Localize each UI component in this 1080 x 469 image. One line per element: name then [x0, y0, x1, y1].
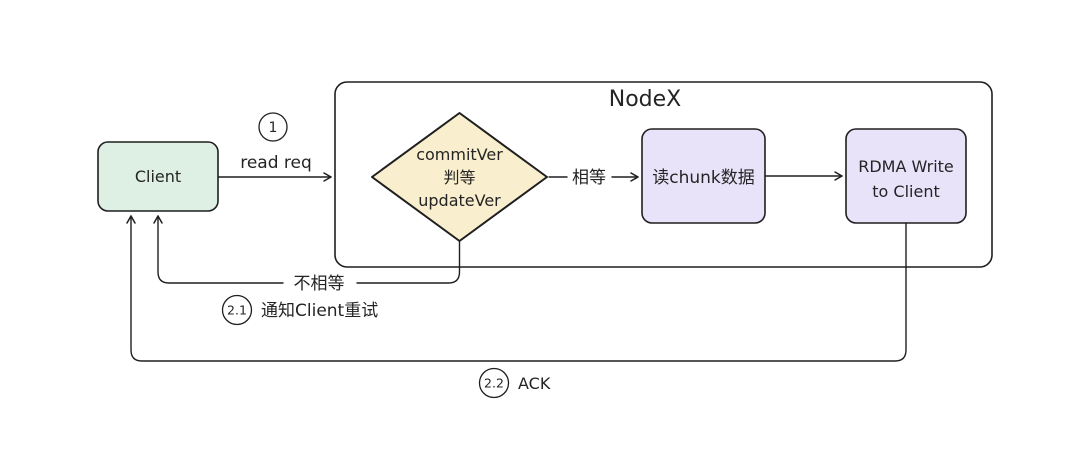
equal-label: 相等	[572, 168, 606, 188]
step-2-1-circle	[221, 294, 253, 326]
ack-edge-arrow	[126, 215, 907, 362]
not-equal-edge-segment	[356, 240, 461, 284]
version-check-label-line3: updateVer	[418, 191, 501, 210]
read-req-label: read req	[240, 153, 312, 173]
nodex-title: NodeX	[609, 87, 682, 112]
step-2-2-number: 2.2	[484, 376, 504, 391]
rdma-write-node	[845, 128, 967, 224]
not-equal-edge-arrow	[153, 215, 284, 284]
step-2-1-number: 2.1	[227, 303, 247, 318]
version-check-label-line1: commitVer	[416, 145, 503, 164]
read-chunk-label: 读chunk数据	[652, 168, 755, 188]
step-2-2-circle	[478, 367, 510, 399]
ack-label: ACK	[518, 374, 551, 393]
rdma-write-label-line1: RDMA Write	[858, 157, 954, 176]
client-node-label: Client	[135, 167, 181, 186]
step-1-number: 1	[269, 120, 278, 136]
step-1-circle	[258, 112, 288, 142]
rdma-write-label-line2: to Client	[872, 182, 939, 201]
notify-retry-label: 通知Client重试	[261, 301, 378, 321]
not-equal-label: 不相等	[294, 274, 345, 294]
version-check-label-line2: 判等	[443, 168, 475, 187]
